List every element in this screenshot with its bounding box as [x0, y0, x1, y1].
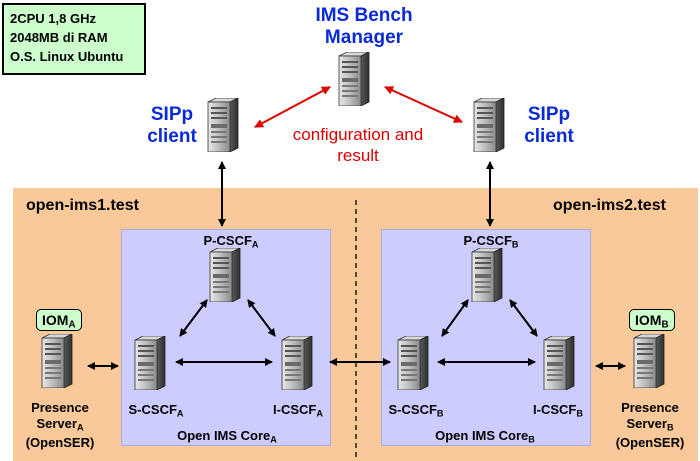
left-pcscf-icscf-arrow: [247, 299, 276, 337]
manager-to-sipp-left-arrow: [254, 86, 331, 128]
core-b-subscript: B: [528, 434, 535, 445]
sipp-right-line1: SIPp: [527, 104, 571, 125]
right-pcscf-icscf-arrow: [509, 299, 538, 337]
pcscf-a-text: P-CSCF: [203, 233, 252, 248]
scscf-b-text: S-CSCF: [388, 402, 437, 417]
icscf-a-server-icon: [281, 336, 313, 390]
hardware-spec-box: 2CPU 1,8 GHz 2048MB di RAM O.S. Linux Ub…: [2, 3, 146, 75]
pcscf-b-text: P-CSCF: [463, 233, 512, 248]
presence-b-line1: Presence: [621, 400, 679, 415]
ims-bench-manager-label: IMS Bench Manager: [300, 5, 428, 49]
icscf-a-label: I-CSCFA: [263, 402, 333, 421]
icscf-b-subscript: B: [576, 408, 583, 419]
scscf-a-server-icon: [134, 336, 166, 390]
pcscf-b-server-icon: [471, 248, 503, 302]
presence-b-subscript: B: [666, 422, 674, 433]
core-a-subscript: A: [270, 434, 277, 445]
pcscf-a-subscript: A: [251, 239, 259, 250]
config-result-label: configuration and result: [272, 124, 444, 166]
config-line2: result: [337, 146, 379, 165]
presence-b-line3: (OpenSER): [615, 435, 685, 451]
scscf-b-server-icon: [397, 336, 429, 390]
right-pcscf-scscf-arrow: [441, 299, 469, 337]
core-a-text: Open IMS Core: [177, 428, 271, 443]
sipp-left-line1: SIPp: [150, 104, 194, 125]
presence-a-line2: Server: [36, 416, 77, 431]
manager-label-line1: IMS Bench: [315, 5, 413, 26]
icscf-a-text: I-CSCF: [273, 402, 317, 417]
presence-server-a-label: Presence ServerA (OpenSER): [16, 400, 104, 451]
manager-label-line2: Manager: [324, 27, 404, 48]
open-ims-core-b-label: Open IMS CoreB: [410, 428, 560, 447]
spec-cpu: 2CPU 1,8 GHz: [10, 11, 96, 26]
sipp-client-left-label: SIPp client: [140, 104, 204, 148]
domain-left-label: open-ims1.test: [26, 197, 139, 214]
open-ims-core-a-label: Open IMS CoreA: [152, 428, 302, 447]
spec-os: O.S. Linux Ubuntu: [10, 49, 124, 64]
sipp-right-line2: client: [524, 126, 574, 147]
scscf-a-subscript: A: [176, 408, 184, 419]
presence-b-line2: Server: [626, 416, 667, 431]
domain-right-label: open-ims2.test: [553, 197, 666, 214]
iom-a-subscript: A: [68, 319, 76, 331]
scscf-b-label: S-CSCFB: [381, 402, 451, 421]
scscf-a-text: S-CSCF: [128, 402, 177, 417]
config-line1: configuration and: [292, 125, 424, 144]
manager-to-sipp-right-arrow: [384, 86, 463, 123]
sipp-client-right-label: SIPp client: [517, 104, 581, 148]
presence-server-b-icon: [633, 334, 665, 388]
iom-b-subscript: B: [661, 319, 669, 331]
pcscf-b-label: P-CSCFB: [451, 233, 531, 252]
pcscf-a-server-icon: [209, 248, 241, 302]
spec-ram: 2048MB di RAM: [10, 30, 108, 45]
icscf-b-text: I-CSCF: [533, 402, 577, 417]
icscf-b-label: I-CSCFB: [523, 402, 593, 421]
presence-server-a-icon: [41, 334, 73, 388]
icscf-a-subscript: A: [316, 408, 323, 419]
core-b-text: Open IMS Core: [435, 428, 529, 443]
left-pcscf-scscf-arrow: [179, 299, 208, 337]
presence-server-b-label: Presence ServerB (OpenSER): [606, 400, 694, 451]
pcscf-a-label: P-CSCFA: [191, 233, 271, 252]
presence-a-line3: (OpenSER): [25, 435, 95, 451]
presence-a-subscript: A: [76, 422, 84, 433]
sipp-left-line2: client: [147, 126, 197, 147]
scscf-a-label: S-CSCFA: [121, 402, 191, 421]
iom-b-text: IOM: [635, 312, 662, 328]
icscf-b-server-icon: [543, 336, 575, 390]
pcscf-b-subscript: B: [511, 239, 519, 250]
iom-a-text: IOM: [42, 312, 69, 328]
iom-a-badge: IOMA: [36, 309, 82, 331]
presence-a-line1: Presence: [31, 400, 89, 415]
scscf-b-subscript: B: [436, 408, 444, 419]
iom-b-badge: IOMB: [629, 309, 675, 331]
